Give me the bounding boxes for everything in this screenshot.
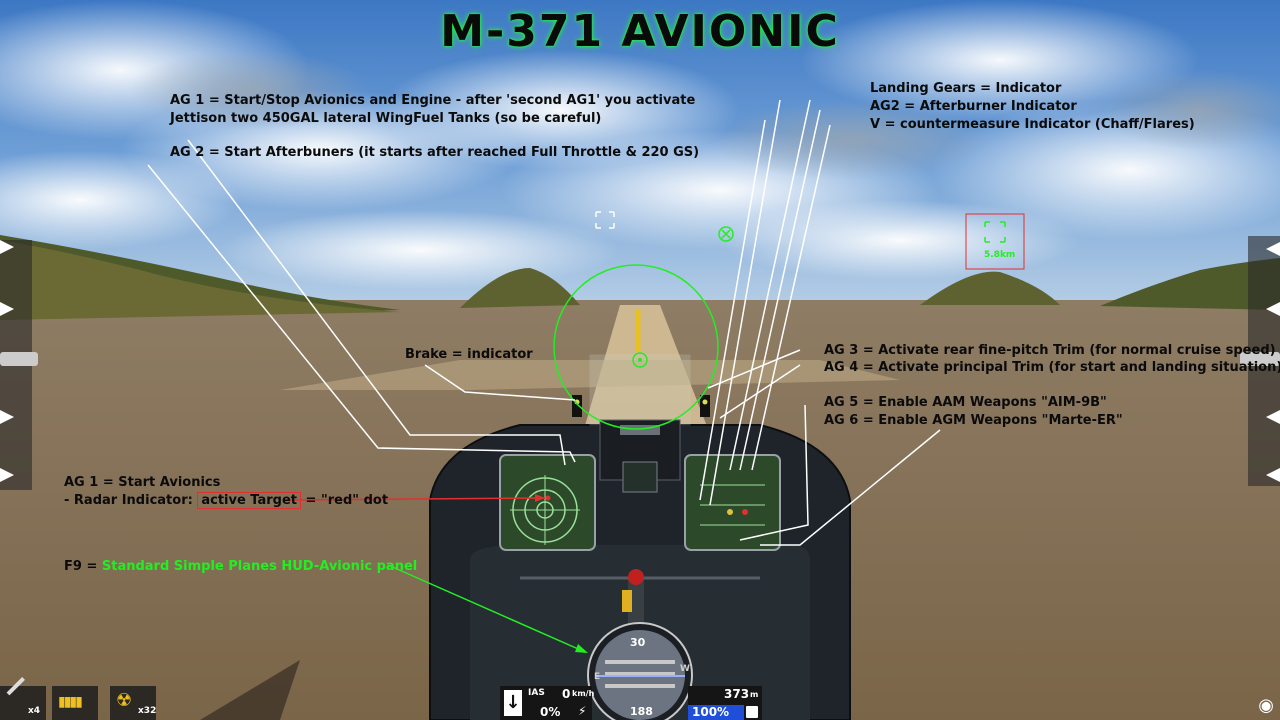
annotation-ag2-afterburners: AG 2 = Start Afterbuners (it starts afte… — [170, 145, 700, 160]
radar-active-target: active Target — [197, 492, 302, 509]
weapon-slot-3[interactable]: ☢ x32 — [110, 686, 156, 720]
target-distance: 5.8km — [984, 250, 1016, 260]
mfd-right — [684, 454, 781, 551]
annotation-brake: Brake = indicator — [405, 347, 533, 362]
annotation-landing-gears: Landing Gears = Indicator — [870, 81, 1062, 96]
reticle-box — [595, 211, 615, 229]
annotation-ag4: AG 4 = Activate principal Trim (for star… — [824, 360, 1280, 375]
annotation-leaders — [147, 99, 941, 546]
fuel-value: 100% — [692, 705, 730, 719]
ias-label: IAS — [528, 688, 545, 698]
eye-icon[interactable]: ◉ — [1258, 695, 1274, 716]
speed-value: 0 — [562, 687, 571, 701]
annotation-ag5: AG 5 = Enable AAM Weapons "AIM-9B" — [824, 395, 1107, 410]
left-side-panel — [0, 240, 38, 490]
radar-prefix: - Radar Indicator: — [64, 493, 198, 508]
annotation-ag1-start-stop: AG 1 = Start/Stop Avionics and Engine - … — [170, 93, 696, 108]
right-side-panel — [1240, 236, 1280, 486]
ammo-icon: ▮▮▮▮ — [58, 694, 83, 710]
compass-w: W — [680, 664, 690, 674]
weapon-slot-2[interactable]: ▮▮▮▮ — [52, 686, 98, 720]
target-marker-box — [965, 213, 1025, 270]
hill-right — [920, 271, 1060, 305]
clouds — [0, 0, 1280, 290]
hill-mid — [460, 268, 580, 308]
navball — [587, 622, 693, 720]
fuel-pump-icon — [746, 706, 758, 718]
f9-prefix: F9 = — [64, 559, 102, 574]
altitude-value: 373 — [724, 687, 750, 701]
shield-icon: ☢ — [116, 690, 133, 711]
hud-aim-circle — [553, 264, 719, 430]
annotation-f9: F9 = Standard Simple Planes HUD-Avionic … — [64, 558, 417, 576]
hud-right-panel: 373 m 100% — [688, 686, 762, 720]
radar-suffix: = "red" dot — [301, 493, 389, 508]
throttle-bolt-icon: ⚡ — [578, 704, 587, 718]
brake-arrow-icon[interactable]: ↓ — [504, 690, 522, 716]
annotation-v-countermeasure: V = countermeasure Indicator (Chaff/Flar… — [870, 117, 1195, 132]
pitch-ladder-label: 30 — [630, 636, 646, 649]
f9-panel-label: Standard Simple Planes HUD-Avionic panel — [101, 559, 418, 574]
prograde-marker — [718, 226, 734, 242]
annotation-radar-indicator: - Radar Indicator: active Target = "red"… — [64, 492, 388, 510]
annotation-ag1-avionics: AG 1 = Start Avionics — [64, 475, 221, 490]
weapon-slot-1[interactable]: x4 — [0, 677, 46, 720]
annotation-ag6: AG 6 = Enable AGM Weapons "Marte-ER" — [824, 413, 1123, 428]
annotation-ag3: AG 3 = Activate rear fine-pitch Trim (fo… — [824, 343, 1276, 358]
annotation-ag1-jettison: Jettison two 450GAL lateral WingFuel Tan… — [170, 111, 602, 126]
compass-e: E — [594, 672, 601, 682]
altitude-unit: m — [750, 690, 759, 699]
hud-left-panel: ↓ IAS 0 km/h 0% ⚡ — [500, 686, 595, 720]
weapon-slot-3-count: x32 — [138, 706, 157, 716]
throttle-value: 0% — [540, 705, 561, 719]
hud-glass — [589, 354, 691, 426]
fuel-bar — [688, 705, 744, 720]
annotation-ag2-indicator: AG2 = Afterburner Indicator — [870, 99, 1077, 114]
mfd-left — [499, 454, 596, 551]
heading-value: 188 — [630, 705, 653, 718]
weapon-slot-1-count: x4 — [28, 706, 41, 716]
page-title: M-371 AVIONIC — [440, 6, 840, 57]
speed-unit: km/h — [572, 689, 595, 698]
